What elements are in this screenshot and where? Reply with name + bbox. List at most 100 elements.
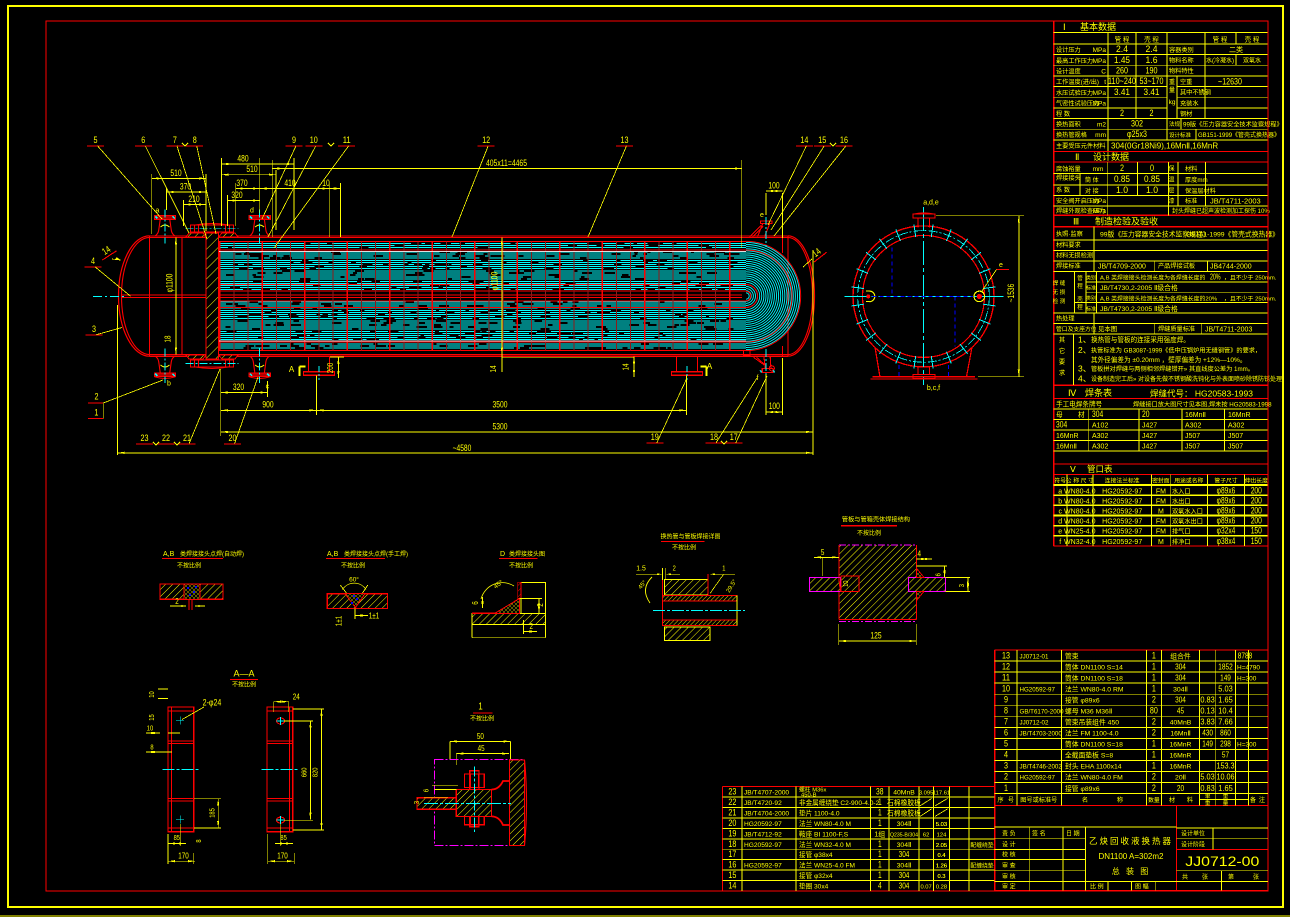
svg-text:510: 510 bbox=[246, 164, 257, 174]
svg-text:程: 程 bbox=[1077, 303, 1083, 311]
svg-text:1: 1 bbox=[1152, 650, 1156, 661]
svg-text:J427: J427 bbox=[1142, 444, 1157, 451]
svg-text:3、: 3、 bbox=[1078, 364, 1091, 374]
svg-text:FM: FM bbox=[1156, 488, 1166, 495]
svg-text:304: 304 bbox=[899, 870, 910, 880]
svg-text:鞍座 BⅠ 1100-F,S: 鞍座 BⅠ 1100-F,S bbox=[799, 829, 849, 838]
svg-text:类别: 类别 bbox=[1086, 295, 1096, 302]
svg-text:石棉橡胶板: 石棉橡胶板 bbox=[887, 798, 921, 807]
svg-text:J507: J507 bbox=[1185, 433, 1200, 440]
svg-text:14: 14 bbox=[620, 363, 630, 370]
svg-text:重: 重 bbox=[1205, 799, 1211, 807]
svg-text:其: 其 bbox=[1059, 337, 1065, 344]
svg-text:2: 2 bbox=[673, 563, 676, 572]
svg-text:无 损: 无 损 bbox=[1053, 288, 1066, 296]
svg-text:18: 18 bbox=[163, 335, 173, 342]
svg-text:405x11=4465: 405x11=4465 bbox=[486, 158, 527, 168]
svg-text:MPa: MPa bbox=[1093, 58, 1107, 65]
svg-text:~1536: ~1536 bbox=[1006, 284, 1016, 303]
svg-text:mm: mm bbox=[1095, 132, 1106, 139]
svg-text:16MnR: 16MnR bbox=[1170, 742, 1192, 749]
svg-text:11: 11 bbox=[1002, 672, 1010, 683]
svg-text:6: 6 bbox=[934, 573, 943, 576]
svg-text:1、: 1、 bbox=[1078, 335, 1091, 345]
svg-text:99版《压力容器安全技术监察规程》: 99版《压力容器安全技术监察规程》 bbox=[1100, 230, 1210, 239]
svg-text:8: 8 bbox=[1004, 706, 1008, 717]
svg-text:筒体 DN1100 S=14: 筒体 DN1100 S=14 bbox=[1065, 662, 1123, 671]
svg-text:比 例: 比 例 bbox=[1090, 882, 1104, 890]
svg-text:1.6: 1.6 bbox=[1146, 55, 1158, 66]
svg-text:370: 370 bbox=[180, 181, 191, 191]
svg-text:材料: 材料 bbox=[1185, 165, 1197, 173]
svg-text:153.3: 153.3 bbox=[1216, 761, 1234, 771]
svg-text:1.65: 1.65 bbox=[1218, 783, 1233, 793]
svg-text:1: 1 bbox=[1152, 739, 1156, 750]
svg-text:2: 2 bbox=[95, 392, 99, 403]
svg-text:0.83: 0.83 bbox=[1200, 695, 1215, 705]
svg-text:20: 20 bbox=[229, 433, 237, 444]
svg-text:mm: mm bbox=[1093, 166, 1104, 173]
svg-text:连接法兰标准: 连接法兰标准 bbox=[1105, 477, 1140, 485]
svg-text:5300: 5300 bbox=[493, 421, 508, 431]
svg-text:80: 80 bbox=[1150, 706, 1158, 717]
svg-text:备: 备 bbox=[1250, 796, 1257, 804]
svg-text:3: 3 bbox=[957, 584, 966, 587]
svg-text:法兰 WN80-4.0 FM: 法兰 WN80-4.0 FM bbox=[1065, 773, 1123, 782]
svg-text:φ1100: φ1100 bbox=[489, 272, 499, 291]
svg-text:WN32-4.0: WN32-4.0 bbox=[1064, 539, 1096, 546]
svg-text:298: 298 bbox=[1220, 739, 1231, 749]
svg-text:J507: J507 bbox=[1228, 444, 1243, 451]
svg-text:10: 10 bbox=[147, 691, 156, 697]
svg-text:0.4: 0.4 bbox=[937, 853, 946, 859]
svg-text:304: 304 bbox=[899, 881, 910, 891]
svg-text:焊缝接口放大图尺寸见本图,焊未按 HG20583-1998: 焊缝接口放大图尺寸见本图,焊未按 HG20583-1998 bbox=[1133, 400, 1272, 408]
svg-text:16: 16 bbox=[728, 860, 736, 871]
svg-text:JB/T4707-2000: JB/T4707-2000 bbox=[744, 790, 789, 797]
svg-text:200: 200 bbox=[1251, 516, 1262, 526]
svg-text:配缠绕垫: 配缠绕垫 bbox=[970, 841, 993, 849]
svg-text:20: 20 bbox=[728, 818, 736, 829]
svg-text:伸出长度: 伸出长度 bbox=[1245, 477, 1268, 485]
svg-text:1: 1 bbox=[1152, 683, 1156, 694]
svg-text:e: e bbox=[999, 262, 1003, 269]
svg-text:MPa: MPa bbox=[1093, 198, 1107, 205]
svg-text:标准: 标准 bbox=[1185, 197, 1197, 205]
svg-text:GB151-1999《管壳式换热器》: GB151-1999《管壳式换热器》 bbox=[1198, 131, 1280, 139]
svg-text:b: b bbox=[167, 381, 171, 388]
svg-text:工作温度(进/出): 工作温度(进/出) bbox=[1056, 78, 1099, 86]
svg-text:管口表: 管口表 bbox=[1087, 464, 1113, 474]
svg-text:A,B 类焊接接头检测长度为各焊缝长度的20%: A,B 类焊接接头检测长度为各焊缝长度的20% bbox=[1100, 294, 1218, 302]
svg-text:f: f bbox=[757, 375, 759, 382]
svg-text:1: 1 bbox=[1152, 761, 1156, 772]
svg-text:410: 410 bbox=[284, 178, 295, 188]
svg-text:不按比例: 不按比例 bbox=[177, 562, 201, 570]
svg-text:JB4744-2000: JB4744-2000 bbox=[1210, 263, 1252, 270]
svg-text:2: 2 bbox=[1120, 108, 1124, 119]
svg-text:GB151-1999《管壳式换热器》: GB151-1999《管壳式换热器》 bbox=[1186, 230, 1279, 239]
svg-text:4: 4 bbox=[91, 256, 95, 267]
svg-text:5.03: 5.03 bbox=[936, 822, 947, 828]
svg-text:200: 200 bbox=[1251, 495, 1262, 505]
svg-text:17: 17 bbox=[730, 432, 738, 443]
svg-text:0.85: 0.85 bbox=[1114, 174, 1130, 185]
svg-text:24: 24 bbox=[293, 692, 300, 702]
svg-text:注: 注 bbox=[1259, 796, 1265, 804]
svg-text:基本数据: 基本数据 bbox=[1080, 21, 1116, 32]
svg-text:1852: 1852 bbox=[1218, 661, 1233, 671]
svg-text:45: 45 bbox=[478, 743, 485, 753]
svg-text:筒 体: 筒 体 bbox=[1085, 176, 1099, 184]
svg-text:a: a bbox=[156, 208, 160, 215]
svg-text:0.4: 0.4 bbox=[937, 853, 946, 859]
svg-text:水(冷凝水): 水(冷凝水) bbox=[1206, 57, 1234, 65]
svg-text:JB/T4720-92: JB/T4720-92 bbox=[744, 800, 782, 807]
svg-text:a: a bbox=[1058, 488, 1062, 495]
svg-text:510: 510 bbox=[170, 168, 181, 178]
svg-text:钢材: 钢材 bbox=[1180, 110, 1192, 118]
svg-text:304: 304 bbox=[1175, 661, 1186, 671]
svg-text:J507: J507 bbox=[1185, 444, 1200, 451]
svg-text:10.06: 10.06 bbox=[1216, 772, 1234, 782]
svg-text:程 数: 程 数 bbox=[1056, 110, 1071, 118]
svg-text:材: 材 bbox=[1169, 796, 1175, 804]
svg-text:4: 4 bbox=[878, 881, 882, 891]
svg-text:1: 1 bbox=[1152, 672, 1156, 683]
